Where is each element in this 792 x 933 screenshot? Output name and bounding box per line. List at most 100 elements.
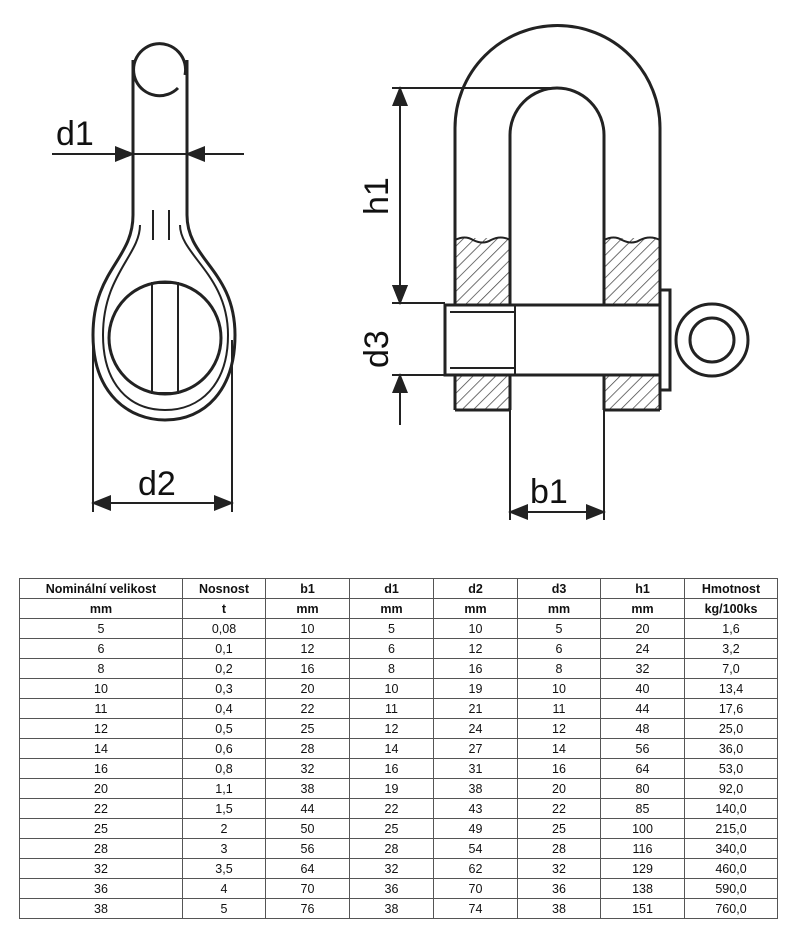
label-d3: d3 xyxy=(358,330,396,368)
table-cell: 11 xyxy=(517,698,601,719)
table-cell: 16 xyxy=(517,758,601,779)
table-cell: 92,0 xyxy=(684,778,778,799)
table-cell: 38 xyxy=(517,898,601,919)
table-cell: 76 xyxy=(265,898,350,919)
table-cell: 6 xyxy=(517,638,601,659)
table-cell: 64 xyxy=(600,758,685,779)
table-cell: 14 xyxy=(349,738,434,759)
table-cell: 16 xyxy=(349,758,434,779)
table-cell: 44 xyxy=(600,698,685,719)
table-cell: 64 xyxy=(265,858,350,879)
table-cell: 31 xyxy=(433,758,518,779)
table-cell: 22 xyxy=(19,798,183,819)
table-cell: 10 xyxy=(433,618,518,639)
table-cell: 25 xyxy=(265,718,350,739)
column-header: h1 xyxy=(600,578,685,599)
table-cell: 5 xyxy=(517,618,601,639)
table-cell: 40 xyxy=(600,678,685,699)
table-cell: 460,0 xyxy=(684,858,778,879)
table-cell: 38 xyxy=(19,898,183,919)
table-cell: 16 xyxy=(433,658,518,679)
table-cell: 22 xyxy=(517,798,601,819)
table-cell: 20 xyxy=(600,618,685,639)
column-header: Nominální velikost xyxy=(19,578,183,599)
table-cell: 62 xyxy=(433,858,518,879)
table-cell: 12 xyxy=(265,638,350,659)
table-cell: 10 xyxy=(19,678,183,699)
table-cell: 56 xyxy=(600,738,685,759)
table-cell: 140,0 xyxy=(684,798,778,819)
table-cell: 3,5 xyxy=(182,858,266,879)
column-header: b1 xyxy=(265,578,350,599)
column-header: d3 xyxy=(517,578,601,599)
table-cell: 48 xyxy=(600,718,685,739)
table-cell: 151 xyxy=(600,898,685,919)
table-cell: 4 xyxy=(182,878,266,899)
column-unit: mm xyxy=(600,598,685,619)
table-cell: 8 xyxy=(19,658,183,679)
table-cell: 70 xyxy=(433,878,518,899)
table-cell: 25 xyxy=(349,818,434,839)
table-cell: 56 xyxy=(265,838,350,859)
table-cell: 100 xyxy=(600,818,685,839)
label-d2: d2 xyxy=(138,465,176,503)
column-header: Nosnost xyxy=(182,578,266,599)
column-header: d2 xyxy=(433,578,518,599)
table-cell: 25 xyxy=(19,818,183,839)
table-cell: 85 xyxy=(600,798,685,819)
table-cell: 0,6 xyxy=(182,738,266,759)
table-cell: 74 xyxy=(433,898,518,919)
table-cell: 1,5 xyxy=(182,798,266,819)
table-cell: 138 xyxy=(600,878,685,899)
column-unit: mm xyxy=(433,598,518,619)
table-cell: 6 xyxy=(349,638,434,659)
table-cell: 590,0 xyxy=(684,878,778,899)
label-h1: h1 xyxy=(358,177,396,215)
table-cell: 80 xyxy=(600,778,685,799)
table-cell: 2 xyxy=(182,818,266,839)
table-cell: 19 xyxy=(433,678,518,699)
table-cell: 0,3 xyxy=(182,678,266,699)
table-cell: 10 xyxy=(265,618,350,639)
table-cell: 32 xyxy=(265,758,350,779)
table-cell: 12 xyxy=(433,638,518,659)
table-cell: 8 xyxy=(349,658,434,679)
column-header: Hmotnost xyxy=(684,578,778,599)
table-cell: 27 xyxy=(433,738,518,759)
table-cell: 22 xyxy=(349,798,434,819)
table-cell: 28 xyxy=(19,838,183,859)
column-unit: mm xyxy=(19,598,183,619)
table-cell: 14 xyxy=(517,738,601,759)
table-cell: 129 xyxy=(600,858,685,879)
table-cell: 11 xyxy=(19,698,183,719)
table-cell: 32 xyxy=(349,858,434,879)
table-cell: 32 xyxy=(19,858,183,879)
table-cell: 1,6 xyxy=(684,618,778,639)
table-cell: 5 xyxy=(182,898,266,919)
table-cell: 10 xyxy=(517,678,601,699)
table-cell: 5 xyxy=(19,618,183,639)
table-cell: 20 xyxy=(265,678,350,699)
column-unit: mm xyxy=(349,598,434,619)
table-cell: 24 xyxy=(433,718,518,739)
table-cell: 44 xyxy=(265,798,350,819)
table-cell: 12 xyxy=(517,718,601,739)
table-cell: 32 xyxy=(600,658,685,679)
label-b1: b1 xyxy=(530,473,568,511)
table-cell: 38 xyxy=(433,778,518,799)
table-cell: 49 xyxy=(433,818,518,839)
table-cell: 3 xyxy=(182,838,266,859)
table-cell: 3,2 xyxy=(684,638,778,659)
table-cell: 0,08 xyxy=(182,618,266,639)
table-cell: 0,5 xyxy=(182,718,266,739)
